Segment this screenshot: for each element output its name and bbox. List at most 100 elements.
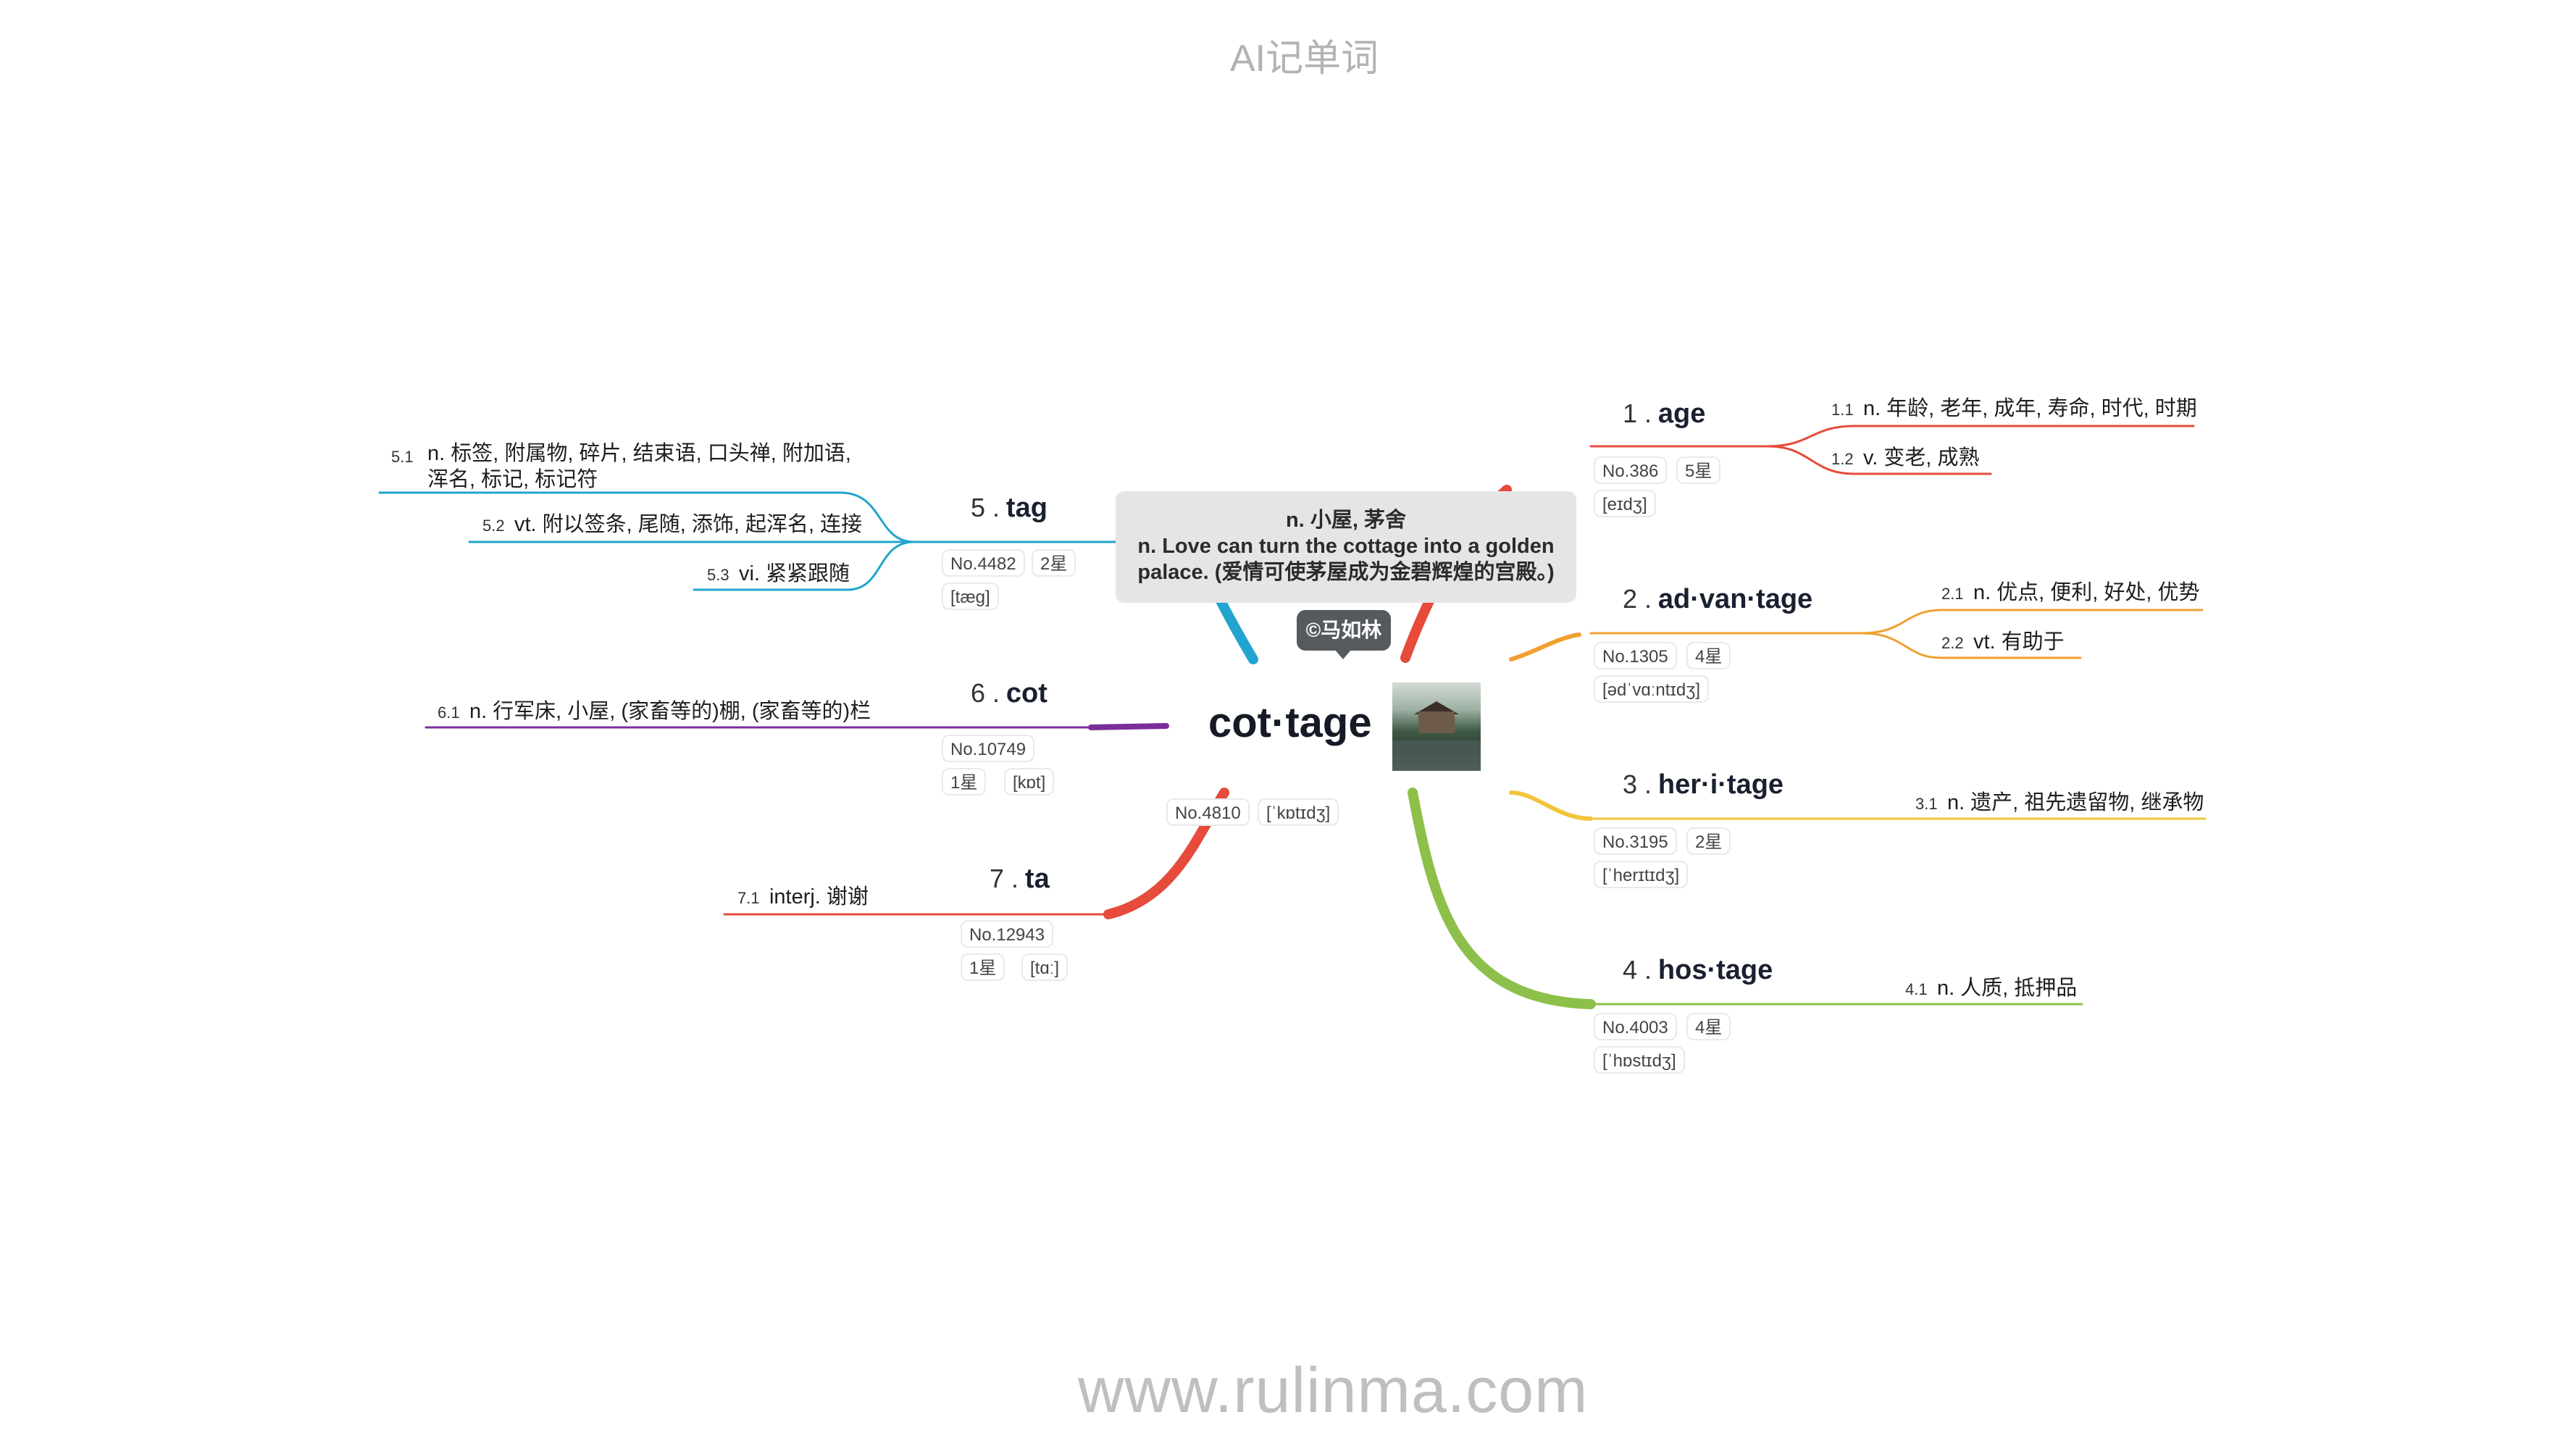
heritage-rank: No.3195: [1594, 827, 1677, 855]
sense-number: 2.2: [1941, 634, 1964, 652]
sense-number: 7.1: [737, 889, 760, 907]
tag-rank: No.4482: [942, 549, 1025, 577]
sense-number: 6.1: [438, 703, 460, 722]
sense-text: interj. 谢谢: [769, 885, 869, 909]
branch-number: 7 .: [990, 864, 1019, 893]
sense-number: 5.3: [707, 566, 729, 584]
sense-2-1: 2.1 n. 优点, 便利, 好处, 优势: [1941, 575, 2200, 606]
sense-text: n. 行军床, 小屋, (家畜等的)棚, (家畜等的)栏: [469, 700, 871, 723]
sense-5-3: 5.3 vi. 紧紧跟随: [707, 556, 850, 587]
branch-age[interactable]: 1 . age: [1623, 398, 1705, 430]
badge-pointer: [1334, 649, 1352, 659]
cot-ipa: [kɒt]: [1004, 768, 1055, 796]
sense-1-2: 1.2 v. 变老, 成熟: [1831, 440, 1980, 471]
sense-5-2: 5.2 vt. 附以签条, 尾随, 添饰, 起浑名, 连接: [482, 507, 862, 538]
branch-word: tag: [1005, 493, 1047, 523]
cot-stars: 1星: [942, 768, 987, 796]
advantage-ipa: [ədˈvɑːntɪdʒ]: [1594, 675, 1710, 703]
advantage-stars: 4星: [1686, 642, 1731, 669]
branch-number: 6 .: [971, 678, 1000, 708]
ta-stars: 1星: [961, 953, 1005, 981]
sense-2-2: 2.2 vt. 有助于: [1941, 625, 2065, 655]
trunk-hostage: [1408, 788, 1596, 1009]
center-rank: No.4810: [1166, 798, 1250, 826]
app-title: AI记单词: [1230, 38, 1379, 80]
sense-1-1: 1.1 n. 年龄, 老年, 成年, 寿命, 时代, 时期: [1831, 391, 2197, 422]
cot-rank: No.10749: [942, 735, 1035, 762]
branch-word: her·i·tage: [1657, 769, 1784, 800]
sense-7-1: 7.1 interj. 谢谢: [737, 880, 869, 910]
sense-number: 2.1: [1941, 585, 1964, 603]
tooltip-definition: n. 小屋, 茅舍: [1286, 509, 1406, 532]
center-ipa: [ˈkɒtɪdʒ]: [1258, 798, 1339, 826]
branch-word: age: [1657, 398, 1706, 429]
link-tag-5-1: [839, 491, 916, 543]
sense-number: 3.1: [1915, 795, 1938, 813]
link-age-1-1: [1766, 425, 1856, 448]
sense-text: n. 人质, 抵押品: [1936, 977, 2078, 1000]
branch-cot[interactable]: 6 . cot: [971, 678, 1047, 709]
sense-number: 1.2: [1831, 450, 1854, 468]
heritage-stars: 2星: [1686, 827, 1731, 855]
sense-number: 5.2: [482, 517, 505, 535]
sense-5-1: 5.1 n. 标签, 附属物, 碎片, 结束语, 口头禅, 附加语, 浑名, 标…: [391, 440, 855, 493]
branch-number: 4 .: [1623, 955, 1652, 985]
link-advantage-2-1: [1860, 609, 1943, 635]
sense-text: n. 年龄, 老年, 成年, 寿命, 时代, 时期: [1862, 397, 2197, 420]
sense-text: vt. 附以签条, 尾随, 添饰, 起浑名, 连接: [514, 513, 863, 536]
sense-text: vi. 紧紧跟随: [738, 562, 850, 585]
sense-text: n. 遗产, 祖先遗留物, 继承物: [1946, 791, 2204, 814]
copyright-badge: ©马如林: [1297, 610, 1391, 651]
hostage-stars: 4星: [1686, 1013, 1731, 1040]
center-word[interactable]: cot·tage: [1208, 699, 1372, 746]
branch-advantage[interactable]: 2 . ad·van·tage: [1623, 584, 1812, 615]
trunk-cot: [1088, 723, 1169, 730]
sense-text: n. 标签, 附属物, 碎片, 结束语, 口头禅, 附加语, 浑名, 标记, 标…: [427, 442, 851, 491]
sense-text: n. 优点, 便利, 好处, 优势: [1973, 581, 2200, 604]
branch-heritage[interactable]: 3 . her·i·tage: [1623, 769, 1783, 801]
branch-word: cot: [1005, 678, 1047, 709]
sense-6-1: 6.1 n. 行军床, 小屋, (家畜等的)棚, (家畜等的)栏: [438, 694, 871, 724]
footer-url[interactable]: www.rulinma.com: [1078, 1354, 1589, 1426]
advantage-rank: No.1305: [1594, 642, 1677, 669]
branch-number: 2 .: [1623, 584, 1652, 614]
heritage-ipa: [ˈherɪtɪdʒ]: [1594, 861, 1689, 888]
hostage-rank: No.4003: [1594, 1013, 1677, 1040]
tag-ipa: [tæg]: [942, 582, 999, 610]
sense-number: 1.1: [1831, 401, 1854, 419]
trunk-advantage: [1509, 632, 1581, 661]
branch-number: 3 .: [1623, 769, 1652, 799]
ta-ipa: [tɑː]: [1021, 953, 1069, 981]
sense-3-1: 3.1 n. 遗产, 祖先遗留物, 继承物: [1915, 785, 2204, 816]
tooltip-example-line-2: palace. (爱情可使茅屋成为金碧辉煌的宫殿。): [1137, 561, 1555, 584]
tooltip-example-line-1: n. Love can turn the cottage into a gold…: [1137, 535, 1555, 558]
sense-number: 5.1: [391, 448, 414, 466]
cottage-photo: [1392, 682, 1481, 771]
ta-rank: No.12943: [961, 920, 1054, 948]
link-advantage-2-2: [1860, 632, 1943, 659]
link-tag-5-3: [846, 540, 916, 591]
trunk-heritage: [1509, 790, 1593, 821]
branch-tag[interactable]: 5 . tag: [971, 493, 1047, 524]
branch-word: ta: [1024, 864, 1050, 894]
photo-roof: [1414, 701, 1459, 714]
age-ipa: [eɪdʒ]: [1594, 490, 1656, 517]
branch-number: 5 .: [971, 493, 1000, 522]
sense-number: 4.1: [1905, 980, 1928, 998]
sense-text: v. 变老, 成熟: [1862, 446, 1980, 469]
sense-4-1: 4.1 n. 人质, 抵押品: [1905, 971, 2077, 1001]
branch-word: hos·tage: [1657, 955, 1773, 985]
hostage-ipa: [ˈhɒstɪdʒ]: [1594, 1046, 1685, 1074]
definition-tooltip: n. 小屋, 茅舍 n. Love can turn the cottage i…: [1116, 491, 1576, 603]
branch-word: ad·van·tage: [1657, 584, 1813, 614]
photo-house: [1418, 711, 1455, 733]
branch-hostage[interactable]: 4 . hos·tage: [1623, 955, 1773, 986]
link-age-1-2: [1766, 445, 1856, 475]
photo-water: [1392, 740, 1481, 771]
age-rank: No.386: [1594, 456, 1668, 484]
age-stars: 5星: [1676, 456, 1721, 484]
branch-number: 1 .: [1623, 398, 1652, 428]
branch-ta[interactable]: 7 . ta: [990, 864, 1050, 895]
